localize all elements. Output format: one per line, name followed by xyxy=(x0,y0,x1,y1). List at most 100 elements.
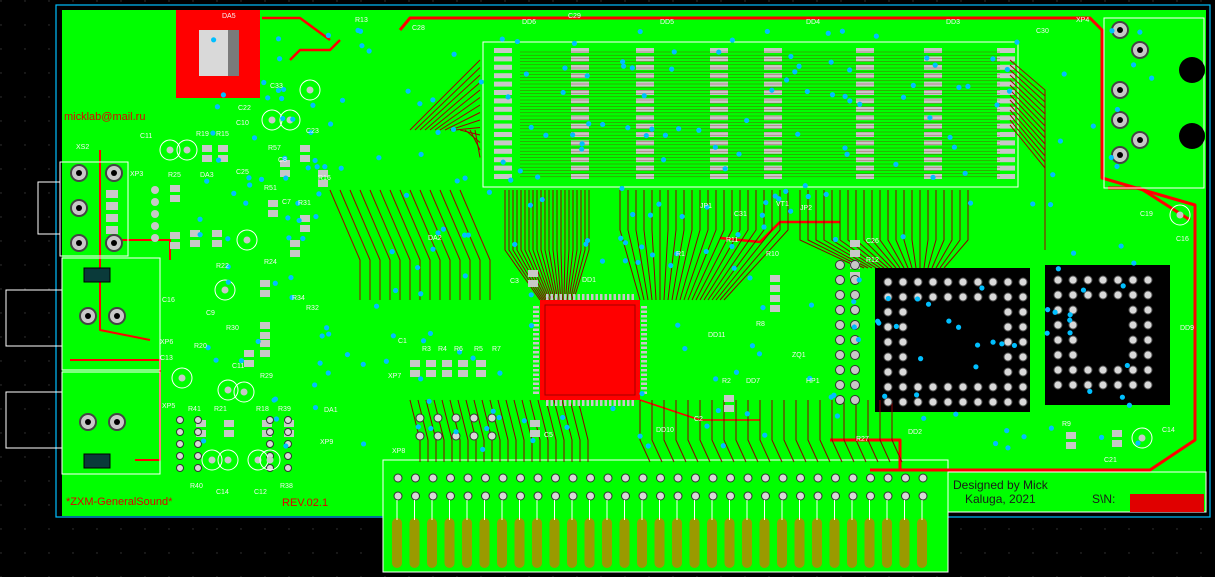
edge-finger xyxy=(532,518,542,568)
ref-c14b: C14 xyxy=(216,489,229,496)
ref-r34: R34 xyxy=(292,295,305,302)
ref-c19: C19 xyxy=(1140,211,1153,218)
edge-connector-outline xyxy=(382,459,949,573)
ref-r40: R40 xyxy=(190,483,203,490)
ref-xp7: XP7 xyxy=(388,373,401,380)
ref-c23: C23 xyxy=(306,128,319,135)
ref-c11b: C11 xyxy=(232,363,244,370)
ref-dd6: DD6 xyxy=(522,19,536,26)
ref-dd1: DD1 xyxy=(582,277,596,284)
ref-r13: R13 xyxy=(355,17,368,24)
edge-finger xyxy=(759,518,770,568)
edge-finger xyxy=(707,518,717,568)
ref-r29: R29 xyxy=(260,373,273,380)
ref-c26: C26 xyxy=(866,238,879,245)
ref-r9: R9 xyxy=(1062,421,1071,428)
xp4-mount-hole-1 xyxy=(1179,57,1205,83)
ref-r24: R24 xyxy=(264,259,277,266)
ref-c21: C21 xyxy=(1104,457,1117,464)
ref-c14: C14 xyxy=(1162,427,1175,434)
ref-r5: R5 xyxy=(474,346,483,353)
ref-r4: R4 xyxy=(438,346,447,353)
edge-fingers[interactable] xyxy=(392,500,927,568)
edge-finger xyxy=(619,518,630,568)
edge-finger xyxy=(444,518,455,568)
location-text: Kaluga, 2021 xyxy=(965,492,1036,506)
jack1-slot xyxy=(83,267,111,283)
ref-vt1: VT1 xyxy=(776,201,789,208)
ref-r6: R6 xyxy=(454,346,463,353)
edge-finger xyxy=(829,518,840,568)
edge-finger xyxy=(409,518,420,568)
ref-xp4: XP4 xyxy=(1076,17,1089,24)
ref-c7: C7 xyxy=(282,199,291,206)
ref-r12: R12 xyxy=(866,257,879,264)
ref-dd7: DD7 xyxy=(746,378,760,385)
edge-finger xyxy=(777,518,787,568)
ref-da3: DA3 xyxy=(200,172,214,179)
edge-finger xyxy=(882,518,892,568)
ref-r16: R16 xyxy=(318,175,331,182)
ref-c33: C33 xyxy=(270,83,283,90)
edge-finger xyxy=(672,518,682,568)
xp4-outline xyxy=(1103,17,1205,189)
edge-finger xyxy=(724,518,735,568)
ref-c8: C8 xyxy=(278,157,287,164)
edge-finger xyxy=(864,518,875,568)
ref-da1: DA1 xyxy=(324,407,338,414)
jack1-outline xyxy=(5,289,63,347)
pad-layer xyxy=(70,21,1191,501)
edge-finger xyxy=(479,518,490,568)
ref-c25: C25 xyxy=(236,169,249,176)
ref-c16: C16 xyxy=(162,297,175,304)
ref-jp2: JP2 xyxy=(800,205,812,212)
ref-dd9: DD9 xyxy=(1180,325,1194,332)
edge-finger xyxy=(602,518,612,568)
ref-c2: C2 xyxy=(694,416,703,423)
ref-r11: R11 xyxy=(726,237,738,244)
ref-dd11: DD11 xyxy=(708,332,725,339)
ref-zq1: ZQ1 xyxy=(792,352,806,359)
designed-by-text: Designed by Mick xyxy=(953,478,1049,492)
ref-c28: C28 xyxy=(412,25,425,32)
jack2-slot xyxy=(83,453,111,469)
ref-r8: R8 xyxy=(756,321,765,328)
edge-finger xyxy=(427,518,437,568)
edge-finger xyxy=(567,518,577,568)
ref-r32: R32 xyxy=(306,305,319,312)
ref-r21: R21 xyxy=(214,406,227,413)
ref-xp8: XP8 xyxy=(392,448,405,455)
edge-finger xyxy=(847,518,857,568)
ref-r2: R2 xyxy=(722,378,731,385)
jack2-outline xyxy=(5,391,63,449)
edge-finger xyxy=(899,518,910,568)
ref-r38: R38 xyxy=(280,483,293,490)
ref-r25: R25 xyxy=(168,172,181,179)
ref-hp1: HP1 xyxy=(806,378,820,385)
edge-finger xyxy=(917,518,927,568)
ref-c11: C11 xyxy=(140,133,152,140)
ref-c31: C31 xyxy=(734,211,747,218)
edge-finger xyxy=(689,518,700,568)
ref-r1: R1 xyxy=(676,251,685,258)
dd2-pga[interactable] xyxy=(875,268,1030,412)
sn-field[interactable] xyxy=(1130,494,1204,512)
ref-jp1: JP1 xyxy=(700,203,712,210)
sn-box xyxy=(947,471,1207,513)
ref-dd4: DD4 xyxy=(806,19,820,26)
da5-tab xyxy=(228,30,239,76)
ref-c30: C30 xyxy=(1036,28,1049,35)
ref-r51: R51 xyxy=(264,185,277,192)
ref-xs2: XS2 xyxy=(76,144,89,151)
memory-block[interactable] xyxy=(482,41,1019,188)
ref-r30: R30 xyxy=(226,325,239,332)
edge-finger xyxy=(584,518,595,568)
ref-dd3: DD3 xyxy=(946,19,960,26)
ref-r10: R10 xyxy=(766,251,779,258)
ref-r27: R27 xyxy=(856,436,869,443)
project-text: *ZXM-GeneralSound* xyxy=(66,496,173,508)
ref-xp6: XP6 xyxy=(160,339,173,346)
ref-r3: R3 xyxy=(422,346,431,353)
